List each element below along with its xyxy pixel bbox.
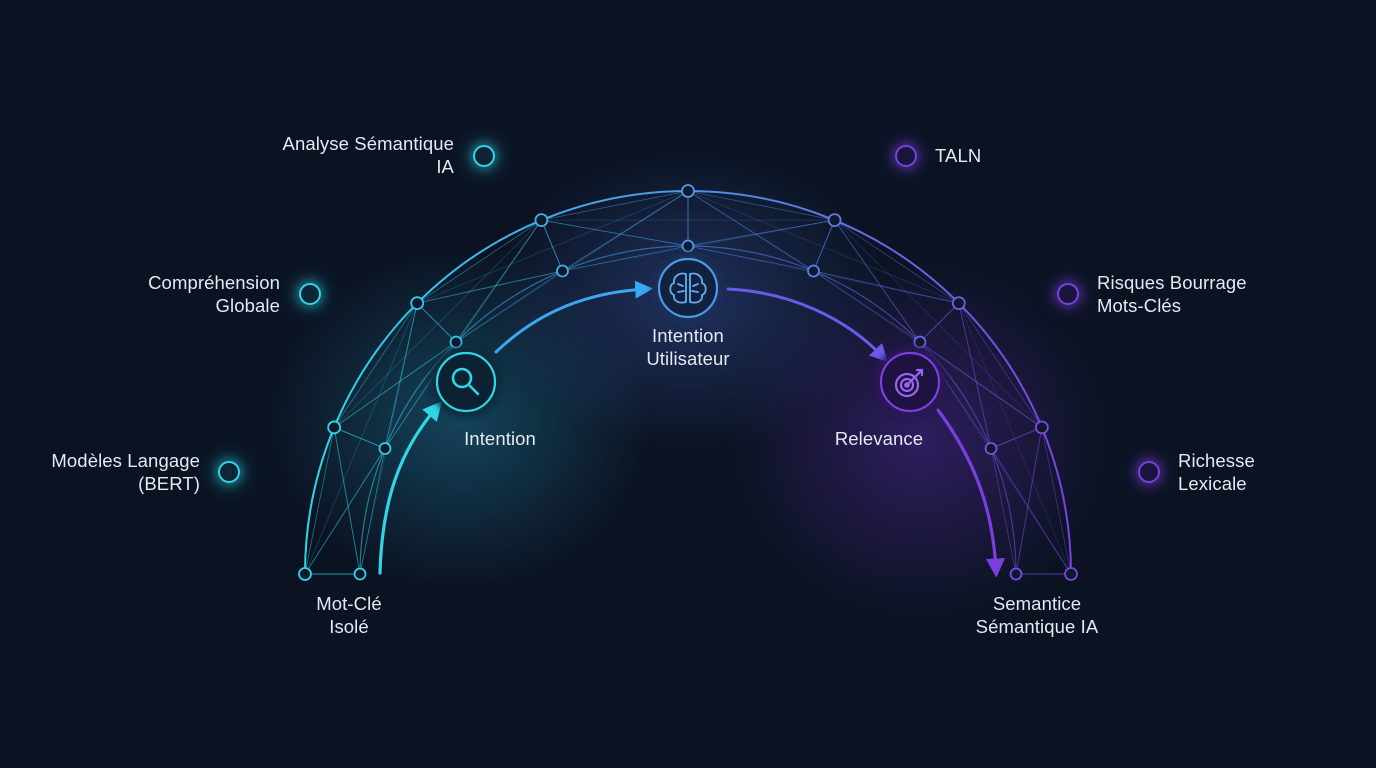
tag-label-modeles: Modèles Langage (BERT) [51,450,200,494]
brain-icon [669,272,707,304]
tag-label-taln: TALN [935,145,982,166]
mesh-link [687,190,835,221]
mesh-link [417,270,563,304]
target-icon [894,368,924,398]
mesh-link [958,302,1043,428]
mesh-link [541,219,689,247]
mesh-link [333,302,418,428]
mesh-node [1064,567,1078,581]
mesh-node [410,296,425,311]
mesh-node [681,239,695,253]
mesh-link [455,270,563,343]
mesh-link [990,448,1072,575]
stage-node-relevance [874,346,946,418]
mesh-link [455,219,542,343]
mesh-link [687,190,814,272]
mesh-link [687,219,835,247]
flow-arrow-utilisateur-to-relevance [726,287,888,363]
magnifier-icon [451,367,480,396]
mesh-node [298,567,312,581]
mesh-link [304,427,335,575]
mesh-link [1041,427,1072,575]
mesh-link [416,302,457,343]
mesh-node [951,296,966,311]
stage-node-intention [430,346,502,418]
tag-label-comprehension: Compréhension Globale [148,272,280,316]
tag-label-analyse: Analyse Sémantique IA [282,133,454,177]
mesh-link [359,448,386,575]
mesh-link [1015,427,1043,575]
mesh-link [990,448,1017,575]
mesh-link [990,426,1043,449]
stage-label-end: Semantice Sémantique IA [975,593,1099,637]
mesh-node [984,442,998,455]
mesh-link [304,448,386,575]
tag-dot-taln [895,145,917,167]
mesh-node [353,567,367,581]
mesh-node [378,442,392,455]
tag-dot-risques [1057,283,1079,305]
mesh-link [562,190,689,272]
tag-dot-analyse [473,145,495,167]
tag-dot-comprehension [299,283,321,305]
mesh-link [562,245,689,272]
tag-label-richesse: Richesse Lexicale [1178,450,1255,494]
mesh-link [416,219,542,304]
mesh-node [556,264,569,278]
tag-dot-richesse [1138,461,1160,483]
mesh-node [1009,567,1023,581]
mesh-link [919,341,1043,428]
mesh-node [807,264,820,278]
mesh-node [534,213,549,228]
mesh-node [827,213,842,228]
stage-node-utilisateur [652,252,724,324]
mesh-link [813,270,959,304]
mesh-link [919,302,960,343]
mesh-link [687,245,814,272]
mesh-node [327,420,342,435]
mesh-link [541,190,689,221]
mesh-node [681,184,695,198]
stage-label-relevance: Relevance [834,428,924,449]
tag-dot-modeles [218,461,240,483]
mesh-link [384,303,418,449]
tag-label-risques: Risques Bourrage Mots-Clés [1097,272,1247,316]
mesh-link [333,341,457,428]
stage-label-start: Mot-Clé Isolé [316,593,382,637]
mesh-link [813,219,836,272]
mesh-link [958,303,992,449]
mesh-node [913,335,927,349]
mesh-link [540,219,563,272]
flow-arrow-relevance-to-end [936,408,1006,578]
neural-mesh-arc [298,184,1078,581]
flow-arrow-start-to-intention [378,401,443,575]
mesh-link [813,270,921,343]
mesh-node [1034,420,1049,435]
mesh-link [333,427,361,575]
stage-label-utilisateur: Intention Utilisateur [646,325,730,369]
mesh-link [834,219,921,343]
mesh-link [333,426,386,449]
stage-label-intention: Intention [464,428,536,449]
mesh-node [449,335,463,349]
mesh-link [834,219,960,304]
flow-arrow-intention-to-utilisateur [494,280,654,354]
